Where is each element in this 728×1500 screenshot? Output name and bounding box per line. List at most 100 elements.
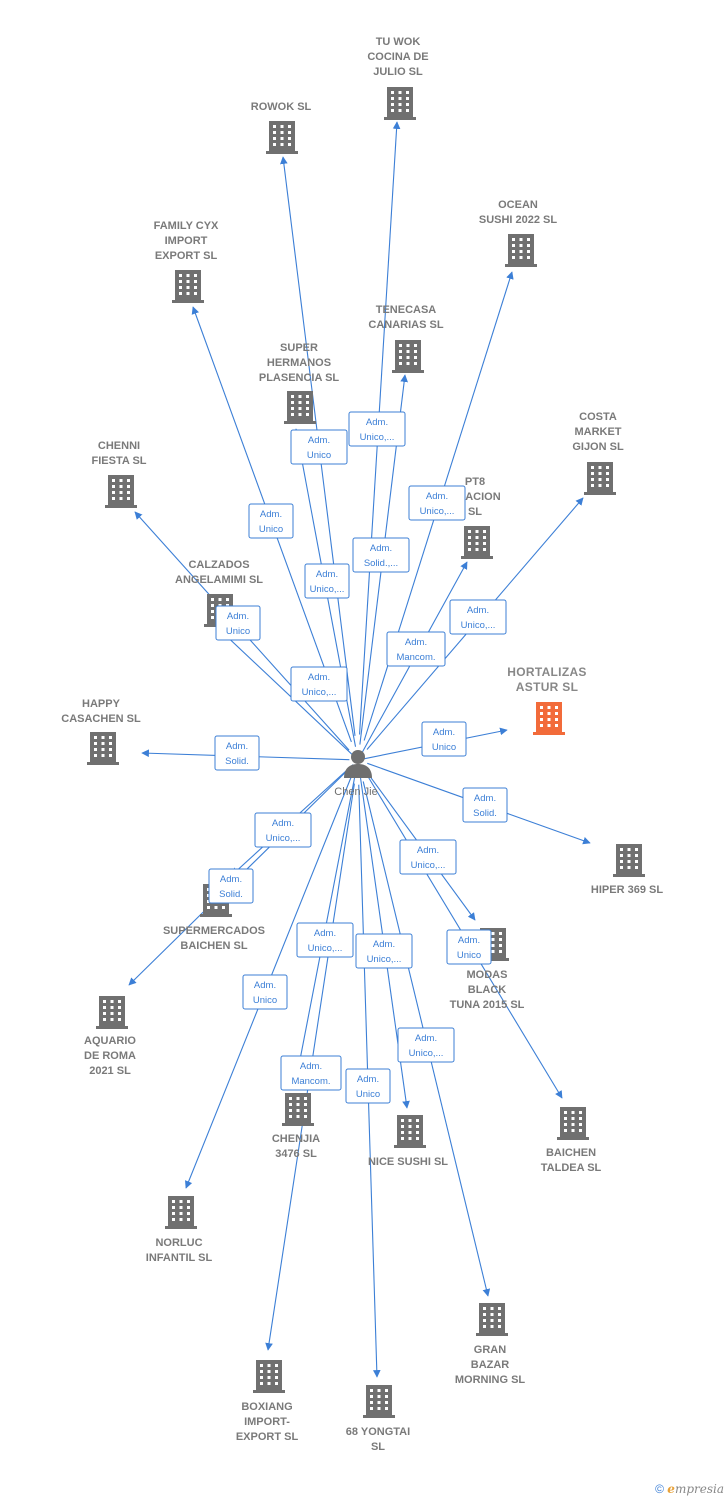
company-label-line: HORTALIZAS [507,665,586,679]
building-icon [266,121,298,154]
role-badge-aquario[interactable]: Adm.Solid. [208,868,254,904]
building-icon [394,1115,426,1148]
role-badge-text: Adm. [370,543,392,554]
role-badge-chenni[interactable]: Adm.Unico,... [290,666,348,702]
company-label-line: AQUARIO [84,1035,136,1047]
role-badge-yongtai[interactable]: Adm.Unico [345,1068,391,1104]
brand-logo[interactable]: empresia [667,1482,724,1496]
role-badge-ocean[interactable]: Adm.Unico,... [408,485,466,521]
role-badge-costamarket[interactable]: Adm.Unico,... [449,599,507,635]
role-badge-text: Adm. [366,417,388,428]
role-badge-tenecasa[interactable]: Adm. Solid.,... [352,537,410,573]
company-label-line: COCINA DE [367,51,428,63]
role-badge-text: Unico,... [409,1048,444,1059]
role-badge-calzados[interactable]: Adm.Unico [215,605,261,641]
role-badge-box [386,631,446,667]
company-label-line: SL [371,1441,385,1453]
building-icon [461,526,493,559]
company-label-line: 3476 SL [275,1148,317,1160]
roles-layer: Adm.Unico,...Adm.UnicoAdm.Unico,...Adm.U… [208,411,508,1104]
role-badge-text: Unico,... [302,687,337,698]
company-label-line: SUPERMERCADOS [163,925,265,937]
role-badge-text: Adm. [467,605,489,616]
role-badge-box [421,721,467,757]
company-label-line: TUNA 2015 SL [450,999,525,1011]
role-badge-rowok[interactable]: Adm.Unico [290,429,348,465]
role-badge-modas[interactable]: Adm.Unico,... [399,839,457,875]
company-label-line: FAMILY CYX [154,220,219,232]
building-icon [392,340,424,373]
role-badge-granbazar[interactable]: Adm.Unico,... [397,1027,455,1063]
building-icon [613,844,645,877]
role-badge-text: Adm. [357,1074,379,1085]
role-badge-text: Adm. [433,727,455,738]
role-badge-box [446,929,492,965]
role-badge-supermercados[interactable]: Adm.Unico,... [254,812,312,848]
role-badge-box [345,1068,391,1104]
person-icon [344,750,372,778]
role-badge-superhermanos[interactable]: Adm.Unico,... [304,563,350,599]
role-badge-familycyx[interactable]: Adm.Unico [248,503,294,539]
role-badge-pt8[interactable]: Adm.Mancom. [386,631,446,667]
role-badge-text: Adm. [254,980,276,991]
role-badge-text: Unico,... [420,506,455,517]
company-label-line: NICE SUSHI SL [368,1156,448,1168]
center-person-node[interactable]: Chen Jie [334,750,378,798]
company-node-hiper369[interactable]: HIPER 369 SL [591,844,663,896]
building-icon [96,996,128,1029]
company-label: ROWOK SL [251,101,312,113]
role-badge-text: Solid.,... [364,558,398,569]
building-icon [105,475,137,508]
company-label-line: SUSHI 2022 SL [479,214,558,226]
role-badge-box [254,812,312,848]
building-icon [363,1385,395,1418]
company-label-line: GRAN [474,1344,506,1356]
company-label-line: BAZAR [471,1359,510,1371]
company-label-line: IMPORT [165,235,208,247]
role-badge-text: Unico [226,626,250,637]
role-badge-nicesushi[interactable]: Adm.Unico,... [355,933,413,969]
company-label-line: DE ROMA [84,1050,136,1062]
building-icon [476,1303,508,1336]
role-badge-hortalizas[interactable]: Adm.Unico [421,721,467,757]
company-label: HIPER 369 SL [591,884,663,896]
role-badge-chenjia[interactable]: Adm.Unico,... [296,922,354,958]
role-badge-happy[interactable]: Adm.Solid. [214,735,260,771]
company-label-line: GIJON SL [572,441,624,453]
company-label-line: OCEAN [498,199,538,211]
company-label-line: HIPER 369 SL [591,884,663,896]
company-node-nicesushi[interactable]: NICE SUSHI SL [368,1115,448,1168]
role-badge-box [280,1055,342,1091]
role-badge-hiper369[interactable]: Adm.Solid. [462,787,508,823]
company-node-rowok[interactable]: ROWOK SL [251,101,312,154]
role-badge-norluc[interactable]: Adm.Unico [242,974,288,1010]
role-badge-boxiang[interactable]: Adm.Mancom. [280,1055,342,1091]
role-badge-tuwok[interactable]: Adm.Unico,... [348,411,406,447]
company-label-line: ASTUR SL [516,680,578,694]
role-badge-baichentaldea[interactable]: Adm.Unico [446,929,492,965]
building-icon [165,1196,197,1229]
building-icon [505,234,537,267]
company-node-ocean[interactable]: OCEAN SUSHI 2022 SL [479,199,558,267]
